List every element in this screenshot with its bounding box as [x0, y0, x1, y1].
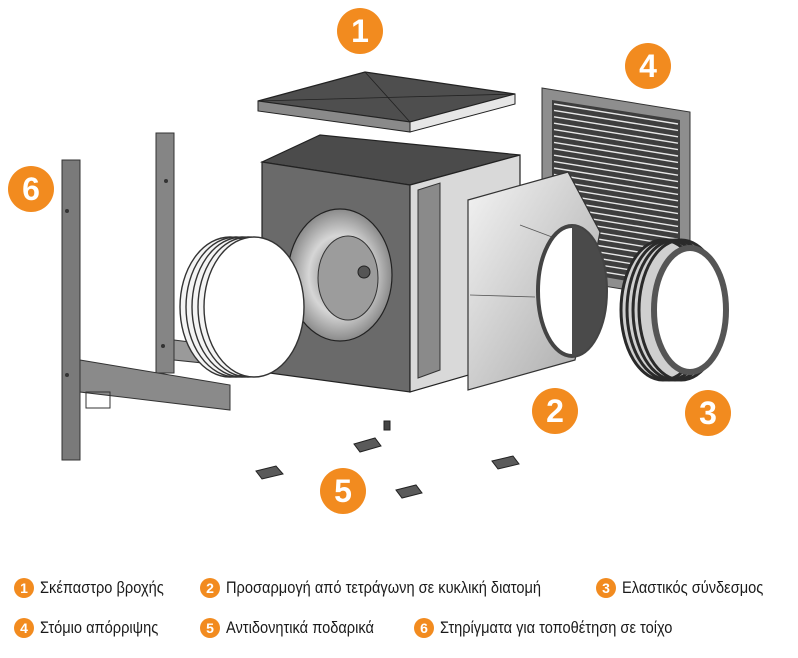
callout-4: 4	[625, 43, 671, 89]
legend-label: Στόμιο απόρριψης	[40, 618, 159, 637]
grille-slat	[553, 173, 679, 196]
grille-slat	[553, 116, 679, 138]
grille-slat	[553, 128, 679, 151]
legend-item-1: 1 Σκέπαστρο βροχής	[14, 578, 184, 598]
callout-5: 5	[320, 468, 366, 514]
legend-badge: 5	[200, 618, 220, 638]
legend-badge: 3	[596, 578, 616, 598]
legend-item-2: 2 Προσαρμογή από τετράγωνη σε κυκλική δι…	[200, 578, 592, 598]
legend: 1 Σκέπαστρο βροχής 2 Προσαρμογή από τετρ…	[0, 570, 798, 650]
grille-slat	[553, 141, 679, 164]
grille-slat	[553, 122, 679, 144]
left-flexible-connector	[179, 236, 305, 378]
callout-1: 1	[337, 8, 383, 54]
legend-badge: 6	[414, 618, 434, 638]
legend-item-6: 6 Στηρίγματα για τοποθέτηση σε τοίχο	[414, 618, 710, 638]
legend-badge: 1	[14, 578, 34, 598]
legend-label: Ελαστικός σύνδεσμος	[622, 578, 764, 597]
legend-badge: 4	[14, 618, 34, 638]
legend-badge: 2	[200, 578, 220, 598]
grille-slat	[553, 135, 679, 157]
exploded-diagram: 1 4 6 2 3 5	[8, 8, 731, 514]
legend-label: Αντιδονητικά ποδαρικά	[226, 618, 374, 637]
legend-label: Σκέπαστρο βροχής	[40, 578, 164, 597]
legend-item-4: 4 Στόμιο απόρριψης	[14, 618, 178, 638]
callout-6: 6	[8, 166, 54, 212]
callout-2: 2	[532, 388, 578, 434]
legend-item-5: 5 Αντιδονητικά ποδαρικά	[200, 618, 398, 638]
right-flexible-connector	[619, 238, 729, 382]
legend-label: Προσαρμογή από τετράγωνη σε κυκλική διατ…	[226, 578, 542, 597]
diagram-drawing	[61, 71, 729, 499]
grille-slat	[553, 109, 679, 132]
legend-item-3: 3 Ελαστικός σύνδεσμος	[596, 578, 786, 598]
square-to-round-adapter	[467, 171, 608, 391]
grille-slat	[553, 160, 679, 183]
legend-label: Στηρίγματα για τοποθέτηση σε τοίχο	[440, 618, 673, 637]
grille-slat	[553, 154, 679, 176]
rain-cover	[257, 71, 516, 133]
anti-vibration-feet	[255, 420, 520, 499]
grille-slat	[553, 167, 679, 189]
grille-slat	[553, 148, 679, 170]
grille-slat	[553, 103, 679, 125]
callout-3: 3	[685, 390, 731, 436]
